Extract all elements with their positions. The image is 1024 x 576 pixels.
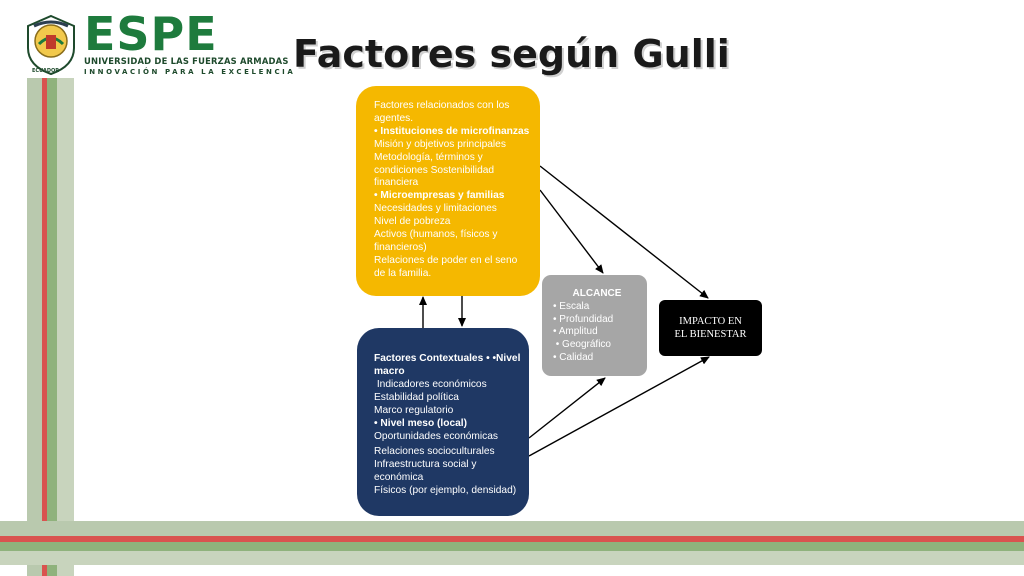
- reach-box: ALCANCE • Escala • Profundidad • Amplitu…: [542, 275, 647, 376]
- meso-item: Relaciones socioculturales: [374, 446, 495, 457]
- mfi-heading: • Instituciones de microfinanzas: [374, 125, 530, 137]
- meso-item: Físicos (por ejemplo, densidad): [374, 485, 517, 496]
- reach-item: • Geográfico: [553, 339, 611, 351]
- contextual-factors-box: Factores Contextuales • •Nivel macro Ind…: [357, 328, 529, 516]
- logo-subtitle: UNIVERSIDAD DE LAS FUERZAS ARMADAS: [84, 56, 289, 66]
- impact-line-1: IMPACTO EN: [679, 316, 742, 327]
- agents-factors-box: Factores relacionados con los agentes. •…: [356, 86, 540, 296]
- reach-item: • Escala: [553, 300, 590, 312]
- mfi-item: Metodología, términos y condiciones Sost…: [374, 151, 495, 189]
- espe-logo: ECUADOR ESPE UNIVERSIDAD DE LAS FUERZAS …: [22, 8, 293, 80]
- logo-wordmark: ESPE: [84, 7, 218, 61]
- agents-title: Factores relacionados con los agentes.: [374, 100, 510, 124]
- logo-tagline: INNOVACIÓN PARA LA EXCELENCIA: [84, 68, 296, 76]
- meso-item: Infraestructura social y económica: [374, 459, 477, 483]
- left-stripe-green: [47, 78, 57, 576]
- reach-title: ALCANCE: [572, 288, 622, 299]
- context-heading: Factores Contextuales • •Nivel macro: [374, 353, 521, 377]
- families-item: Activos (humanos, físicos y financieros): [374, 229, 498, 253]
- families-item: Relaciones de poder en el seno de la fam…: [374, 254, 518, 279]
- arrow-context-to-reach: [528, 377, 606, 439]
- impact-box: IMPACTO EN EL BIENESTAR: [659, 300, 762, 356]
- meso-heading: • Nivel meso (local): [374, 418, 468, 429]
- reach-item: • Calidad: [553, 351, 594, 363]
- left-stripe-red: [42, 78, 47, 576]
- impact-line-2: EL BIENESTAR: [674, 329, 747, 340]
- families-item: Nivel de pobreza: [374, 216, 451, 228]
- bottom-stripe-light: [0, 551, 1024, 565]
- bottom-stripe-green: [0, 542, 1024, 551]
- university-seal-icon: [27, 14, 75, 76]
- left-stripe-light: [57, 78, 74, 576]
- arrow-agents-to-reach: [539, 189, 604, 274]
- left-stripe-sage: [27, 78, 42, 576]
- mfi-item: Misión y objetivos principales: [374, 138, 506, 150]
- macro-item: Indicadores económicos: [374, 379, 487, 390]
- reach-item: • Amplitud: [553, 326, 598, 338]
- seal-caption: ECUADOR: [32, 68, 60, 74]
- families-heading: • Microempresas y familias: [374, 190, 505, 202]
- macro-item: Estabilidad política: [374, 392, 459, 403]
- slide-title: Factores según Gulli: [293, 32, 730, 76]
- bottom-stripe-sage: [0, 521, 1024, 536]
- bottom-stripe-red: [0, 536, 1024, 542]
- families-item: Necesidades y limitaciones: [374, 203, 497, 215]
- reach-item: • Profundidad: [553, 313, 614, 325]
- meso-item: Oportunidades económicas: [374, 431, 499, 442]
- macro-item: Marco regulatorio: [374, 405, 454, 416]
